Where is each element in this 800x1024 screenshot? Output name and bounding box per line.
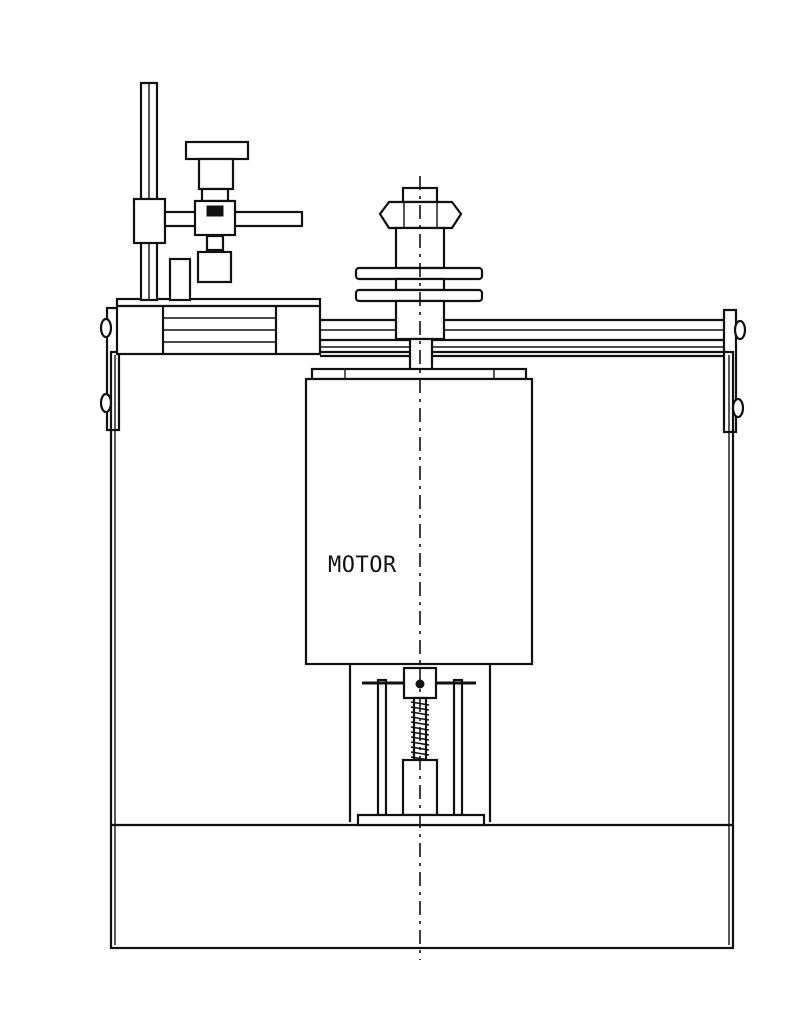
right-bracket — [722, 308, 747, 434]
spindle-body-lower — [394, 299, 446, 341]
probe-screw — [206, 205, 224, 217]
carriage-block — [115, 297, 322, 356]
disc-lower — [354, 288, 484, 303]
thread-line — [410, 741, 430, 746]
left-bracket-plate — [105, 306, 121, 432]
spindle-head — [354, 186, 484, 379]
right-bracket-plate — [722, 308, 738, 434]
left-bolt-lower — [99, 392, 113, 414]
spindle-cap — [401, 186, 439, 204]
thread-line — [410, 721, 430, 726]
guide-post-left — [376, 678, 388, 817]
motor-body — [304, 377, 534, 666]
right-bolt-upper — [733, 319, 747, 341]
right-bolt-lower — [731, 397, 745, 419]
knob-collar — [200, 187, 230, 203]
arm-support — [168, 257, 192, 302]
thread-line — [410, 751, 430, 756]
probe-nut — [205, 234, 225, 252]
thread-line — [410, 711, 430, 716]
post-clamp — [132, 197, 167, 245]
probe-tip-block — [196, 250, 233, 284]
probe-assembly — [132, 81, 304, 302]
disc-upper — [354, 266, 484, 281]
leadscrew-assembly — [348, 664, 492, 827]
guide-post-right — [452, 678, 464, 817]
base-plate — [356, 813, 486, 827]
left-bolt-upper — [99, 317, 113, 339]
adjust-knob-stem — [197, 157, 235, 191]
left-bracket — [99, 306, 121, 432]
carriage-body — [115, 297, 322, 356]
coupling-block — [402, 666, 438, 700]
motor: MOTOR — [304, 367, 534, 666]
motor-label: MOTOR — [328, 553, 397, 578]
adjust-knob-cap — [184, 140, 250, 161]
